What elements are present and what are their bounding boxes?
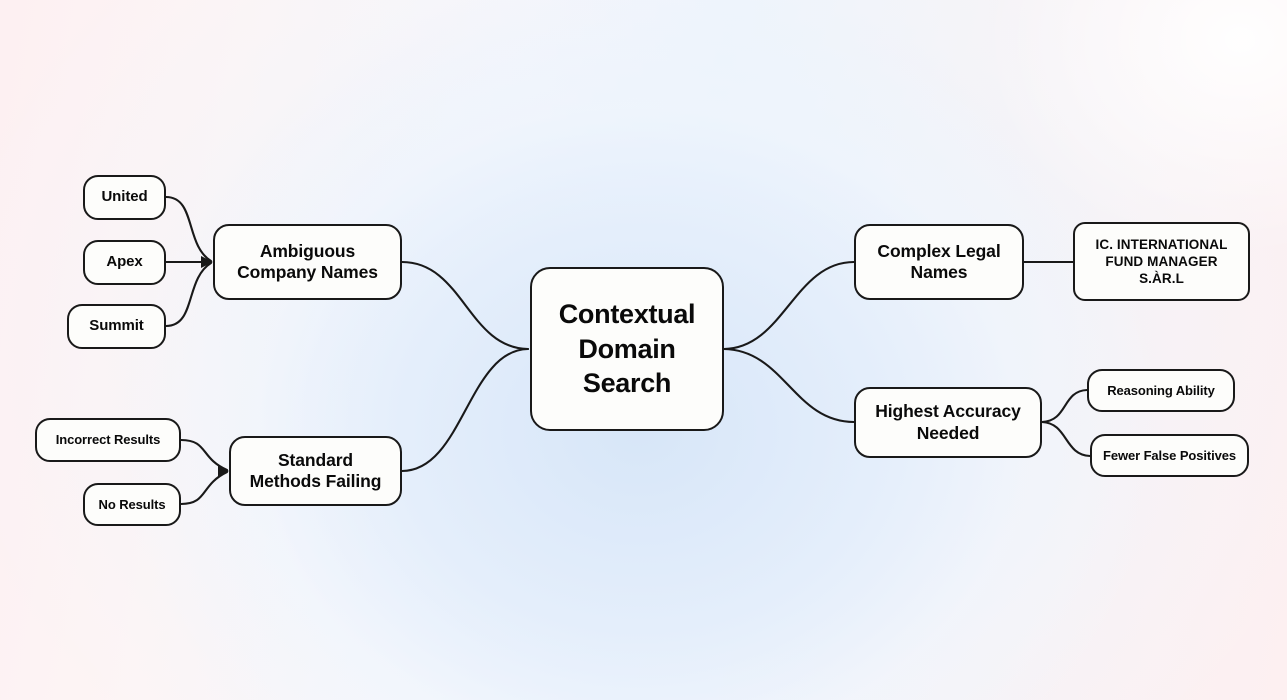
edge-noresults-to-standard xyxy=(179,470,229,506)
leaf-node-label: Incorrect Results xyxy=(55,432,161,448)
edge-united-to-ambiguous xyxy=(164,195,213,263)
leaf-node-label: United xyxy=(101,188,148,206)
leaf-node-label: No Results xyxy=(98,496,166,512)
branch-node-ambiguous-company-names[interactable]: Ambiguous Company Names xyxy=(213,224,402,300)
edge-ambiguous-to-root xyxy=(400,260,530,351)
branch-node-standard-methods-failing[interactable]: Standard Methods Failing xyxy=(229,436,402,506)
edge-standard-to-root xyxy=(400,347,530,473)
leaf-node-united[interactable]: United xyxy=(83,175,166,220)
leaf-node-fewer-false-positives[interactable]: Fewer False Positives xyxy=(1090,434,1249,477)
edge-accuracy-to-reasoning xyxy=(1040,388,1089,424)
leaf-node-summit[interactable]: Summit xyxy=(67,304,166,349)
leaf-node-label: Fewer False Positives xyxy=(1102,447,1237,463)
leaf-node-incorrect-results[interactable]: Incorrect Results xyxy=(35,418,181,462)
root-node-label: Contextual Domain Search xyxy=(558,299,696,399)
leaf-node-label: Reasoning Ability xyxy=(1107,382,1215,398)
leaf-node-label: IC. INTERNATIONAL FUND MANAGER S.ÀR.L xyxy=(1095,236,1228,287)
branch-node-label: Standard Methods Failing xyxy=(249,449,382,491)
branch-node-label: Complex Legal Names xyxy=(877,240,1001,282)
branch-node-complex-legal-names[interactable]: Complex Legal Names xyxy=(854,224,1024,300)
leaf-node-label: Apex xyxy=(106,253,143,271)
edge-root-to-accuracy xyxy=(722,347,856,424)
branch-node-label: Highest Accuracy Needed xyxy=(875,401,1021,443)
branch-node-highest-accuracy-needed[interactable]: Highest Accuracy Needed xyxy=(854,387,1042,458)
leaf-node-reasoning-ability[interactable]: Reasoning Ability xyxy=(1087,369,1235,412)
leaf-node-apex[interactable]: Apex xyxy=(83,240,166,285)
leaf-node-no-results[interactable]: No Results xyxy=(83,483,181,526)
leaf-node-ic-international-fund-manager[interactable]: IC. INTERNATIONAL FUND MANAGER S.ÀR.L xyxy=(1073,222,1250,301)
leaf-node-label: Summit xyxy=(89,317,144,335)
arrowhead-ambiguous xyxy=(201,256,213,268)
branch-node-label: Ambiguous Company Names xyxy=(237,240,378,282)
arrowhead-standard xyxy=(218,465,229,477)
edge-summit-to-ambiguous xyxy=(164,261,213,328)
edge-root-to-complex-legal xyxy=(722,260,856,351)
edge-accuracy-to-false-positives xyxy=(1040,420,1092,458)
root-node-contextual-domain-search[interactable]: Contextual Domain Search xyxy=(530,267,724,431)
edge-incorrect-to-standard xyxy=(179,438,229,472)
